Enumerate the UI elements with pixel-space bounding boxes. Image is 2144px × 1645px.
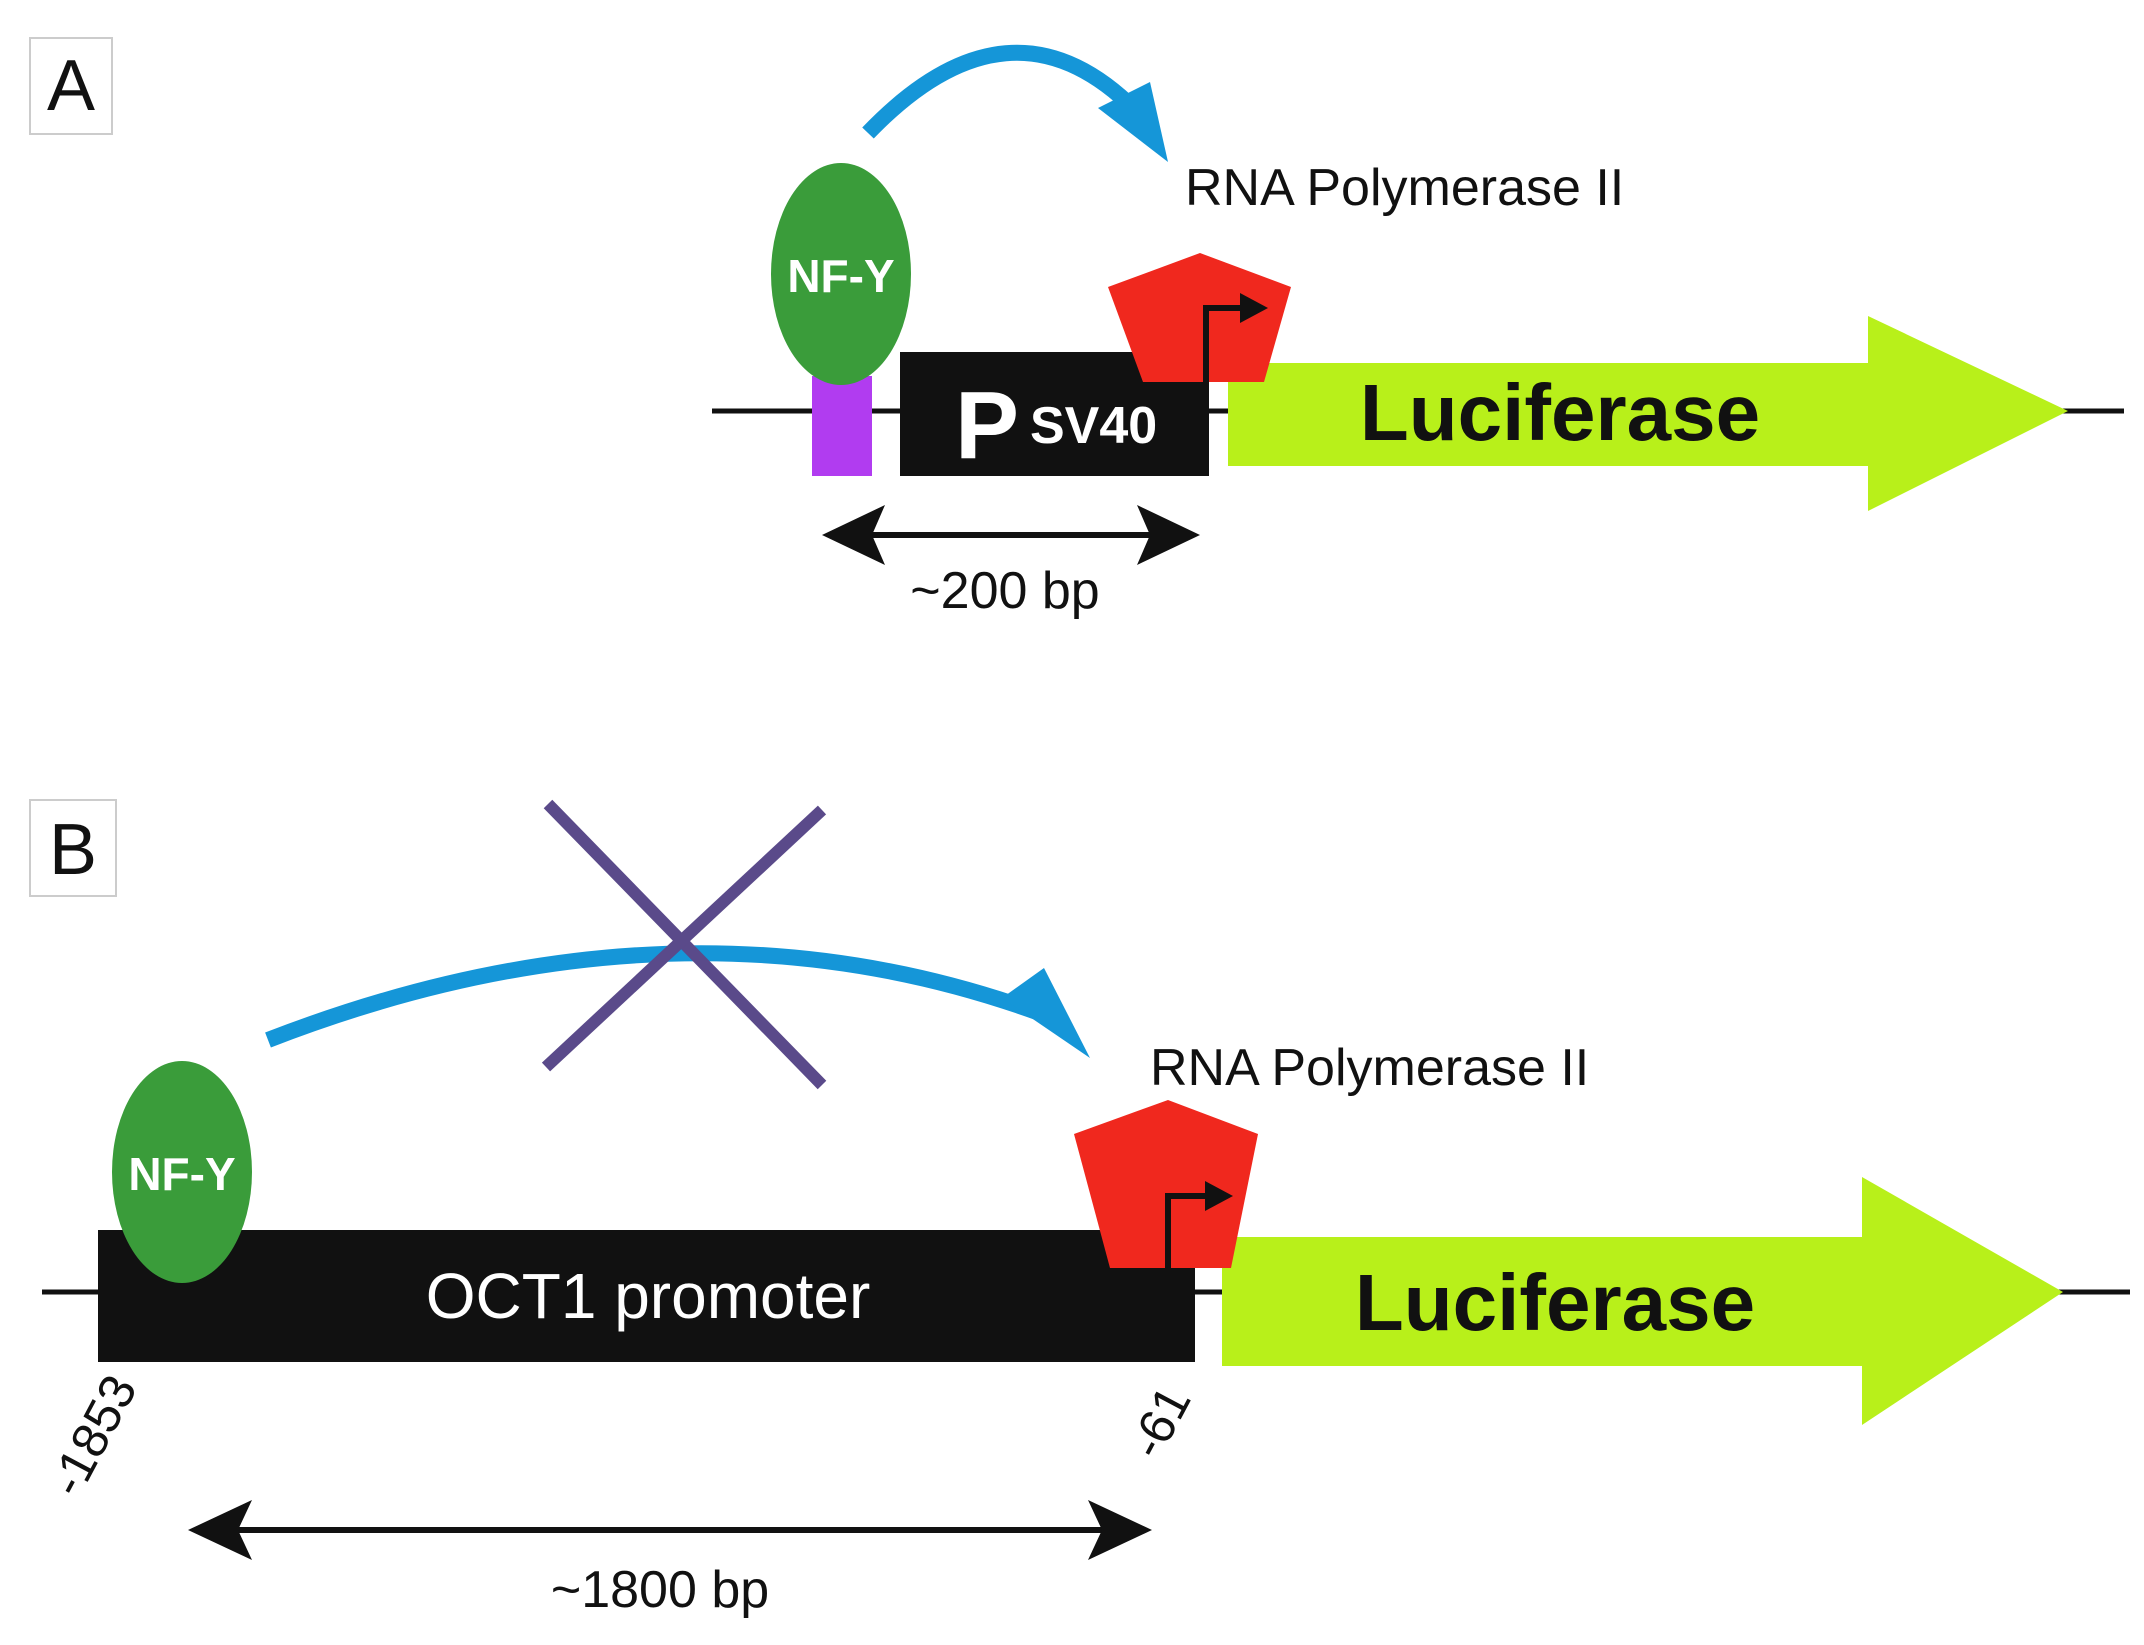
distance-arrow-right-a bbox=[1137, 505, 1200, 565]
distance-label-b: ~1800 bp bbox=[551, 1561, 769, 1619]
nfy-ellipse-b bbox=[112, 1061, 252, 1283]
nfy-ellipse-a bbox=[771, 163, 911, 385]
promoter-box-b bbox=[98, 1230, 1195, 1362]
bent-arrow-head-b bbox=[1205, 1181, 1233, 1211]
distance-arrow-left-b bbox=[188, 1500, 252, 1560]
activation-arrowhead-a bbox=[1098, 82, 1168, 162]
nfy-label-b: NF-Y bbox=[128, 1148, 235, 1200]
luciferase-b: Luciferase bbox=[1222, 1177, 2063, 1425]
bent-arrow-icon bbox=[1165, 1193, 1207, 1268]
polymerase-a bbox=[1108, 253, 1291, 382]
x-cross-icon bbox=[541, 799, 827, 1090]
activation-arrow-b bbox=[265, 945, 1090, 1058]
luciferase-a: Luciferase bbox=[1228, 316, 2068, 511]
nfy-label-a: NF-Y bbox=[787, 250, 894, 302]
distance-label-a: ~200 bp bbox=[910, 562, 1099, 620]
panel-b: B OCT1 promoter NF-Y Luciferase RNA Poly… bbox=[29, 799, 2130, 1619]
promoter-oct1: OCT1 promoter bbox=[98, 1230, 1195, 1362]
promoter-label-main: P bbox=[955, 372, 1019, 479]
promoter-label-sub: SV40 bbox=[1030, 397, 1157, 455]
luciferase-arrow-b bbox=[1222, 1177, 2063, 1425]
panel-a: A NF-Y P SV40 Luciferase RNA Polymerase … bbox=[29, 37, 2124, 620]
activation-arrowhead-b bbox=[1002, 968, 1090, 1058]
promoter-psv40: P SV40 bbox=[900, 352, 1209, 479]
activation-arrow-a bbox=[862, 44, 1168, 162]
nfy-factor-b: NF-Y bbox=[112, 1061, 252, 1283]
distance-arrow-left-a bbox=[822, 505, 885, 565]
panel-b-letter-box bbox=[29, 799, 117, 897]
polymerase-label-b: RNA Polymerase II bbox=[1150, 1039, 1589, 1097]
binding-site-a bbox=[812, 376, 872, 476]
panel-a-letter: A bbox=[47, 46, 95, 126]
activation-arc-a bbox=[862, 44, 1141, 139]
panel-b-letter: B bbox=[49, 810, 97, 890]
luciferase-label-a: Luciferase bbox=[1360, 368, 1760, 457]
polymerase-b bbox=[1074, 1100, 1258, 1268]
distance-arrow-right-b bbox=[1088, 1500, 1152, 1560]
bent-arrow-head-a bbox=[1240, 293, 1268, 323]
bent-arrow-icon bbox=[1203, 305, 1242, 382]
coord-start: -1853 bbox=[38, 1366, 147, 1505]
polymerase-pentagon-b bbox=[1074, 1100, 1258, 1268]
luciferase-label-b: Luciferase bbox=[1355, 1258, 1755, 1347]
luciferase-arrow-a bbox=[1228, 316, 2068, 511]
coord-end: -61 bbox=[1118, 1377, 1201, 1467]
cross-line-2 bbox=[541, 805, 827, 1072]
polymerase-label-a: RNA Polymerase II bbox=[1185, 159, 1624, 217]
panel-a-letter-box bbox=[29, 37, 113, 135]
promoter-label-b: OCT1 promoter bbox=[426, 1260, 871, 1332]
polymerase-pentagon-a bbox=[1108, 253, 1291, 382]
nfy-factor-a: NF-Y bbox=[771, 163, 911, 385]
